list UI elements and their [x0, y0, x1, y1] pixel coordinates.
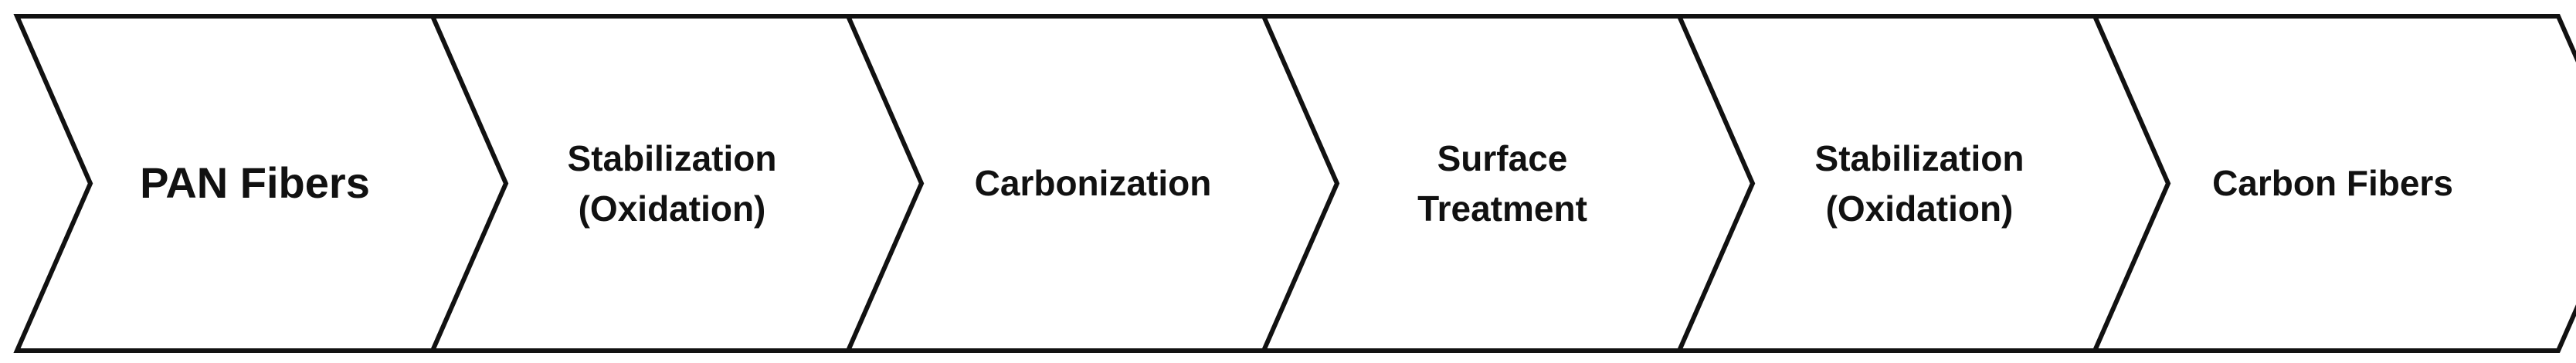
- chevron-carbon-fibers: [2091, 14, 2576, 353]
